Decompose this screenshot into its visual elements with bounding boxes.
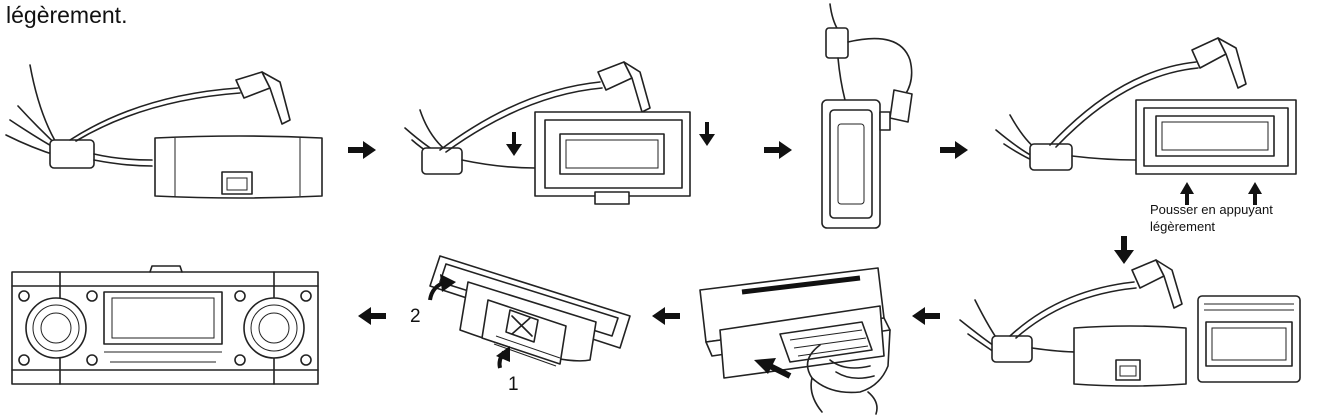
arrow-left-icon [652,307,680,325]
arrow-up-icon [1180,182,1194,194]
hand-icon [806,329,891,415]
arrow-right-icon [348,141,376,159]
arrow-up-icon [496,346,510,362]
arrow-right-icon [764,141,792,159]
step-5-faceplate-detached [959,259,1301,387]
arrow-right-icon [940,141,968,159]
step-6-insert-faceplate [699,267,891,415]
instruction-note-line-2: légèrement [1150,219,1216,234]
step-2-faceplate-mounted [404,61,715,205]
step-7-release-panel: 2 1 [410,255,631,395]
arrow-up-icon [1248,182,1262,194]
instruction-note-line-1: Pousser en appuyant [1150,202,1273,217]
step-label-2: 2 [410,306,421,327]
page-heading: légèrement. [6,2,128,28]
instruction-note: Pousser en appuyant légèrement [1150,201,1273,235]
arrow-left-icon [912,307,940,325]
arrow-down-icon [1114,236,1134,264]
step-label-1: 1 [508,374,519,395]
arrow-left-icon [358,307,386,325]
step-1-remote-with-cover [5,64,323,199]
step-3-folded-vertical [821,3,913,229]
curved-arrow-icon [428,274,456,301]
step-8-complete-unit [11,265,319,385]
step-4-push-gently [995,37,1297,205]
